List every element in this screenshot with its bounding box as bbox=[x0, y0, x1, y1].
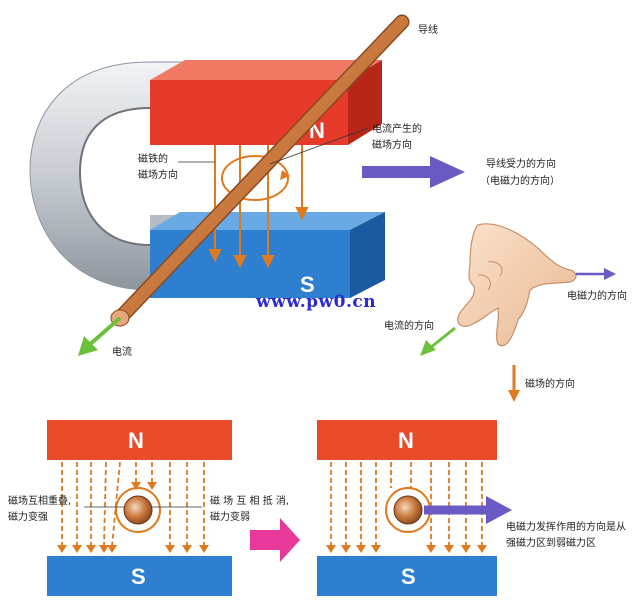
label-force-explain: 电磁力发挥作用的方向是从 强磁力区到弱磁力区 bbox=[506, 522, 626, 549]
label-overlap: 磁场互相重叠, 磁力变强 bbox=[8, 496, 72, 523]
label-hand-field: 磁场的方向 bbox=[525, 379, 575, 390]
leader-lines bbox=[178, 127, 369, 165]
hand-current-arrow bbox=[420, 326, 456, 356]
pole-n-right: N bbox=[398, 428, 414, 453]
pole-s-left: S bbox=[131, 564, 146, 589]
label-force-dir-paren: （电磁力的方向） bbox=[480, 176, 560, 187]
hand-force-arrow bbox=[576, 268, 616, 280]
transition-arrow bbox=[250, 518, 300, 562]
current-field-circle bbox=[221, 155, 290, 201]
panel-left bbox=[47, 420, 232, 596]
label-magnet-field: 磁铁的 磁场方向 bbox=[138, 154, 178, 181]
watermark: www.pw0.cn bbox=[256, 292, 377, 312]
label-cancel: 磁 场 互 相 抵 消, 磁力变弱 bbox=[210, 496, 290, 523]
label-hand-current: 电流的方向 bbox=[384, 321, 434, 332]
label-hand-force: 电磁力的方向 bbox=[567, 291, 627, 302]
panel-right bbox=[317, 420, 512, 596]
current-arrow bbox=[78, 316, 122, 356]
force-arrow-large bbox=[362, 156, 465, 188]
label-current: 电流 bbox=[112, 347, 132, 358]
label-wire: 导线 bbox=[418, 25, 438, 36]
left-hand-illustration bbox=[457, 223, 577, 347]
label-force-dir: 导线受力的方向 bbox=[486, 159, 556, 170]
pole-n-left: N bbox=[128, 428, 144, 453]
pole-s-top: S bbox=[300, 272, 315, 297]
hand-field-arrow bbox=[508, 365, 520, 402]
label-current-field: 电流产生的 磁场方向 bbox=[372, 124, 422, 151]
pole-s-right: S bbox=[401, 564, 416, 589]
